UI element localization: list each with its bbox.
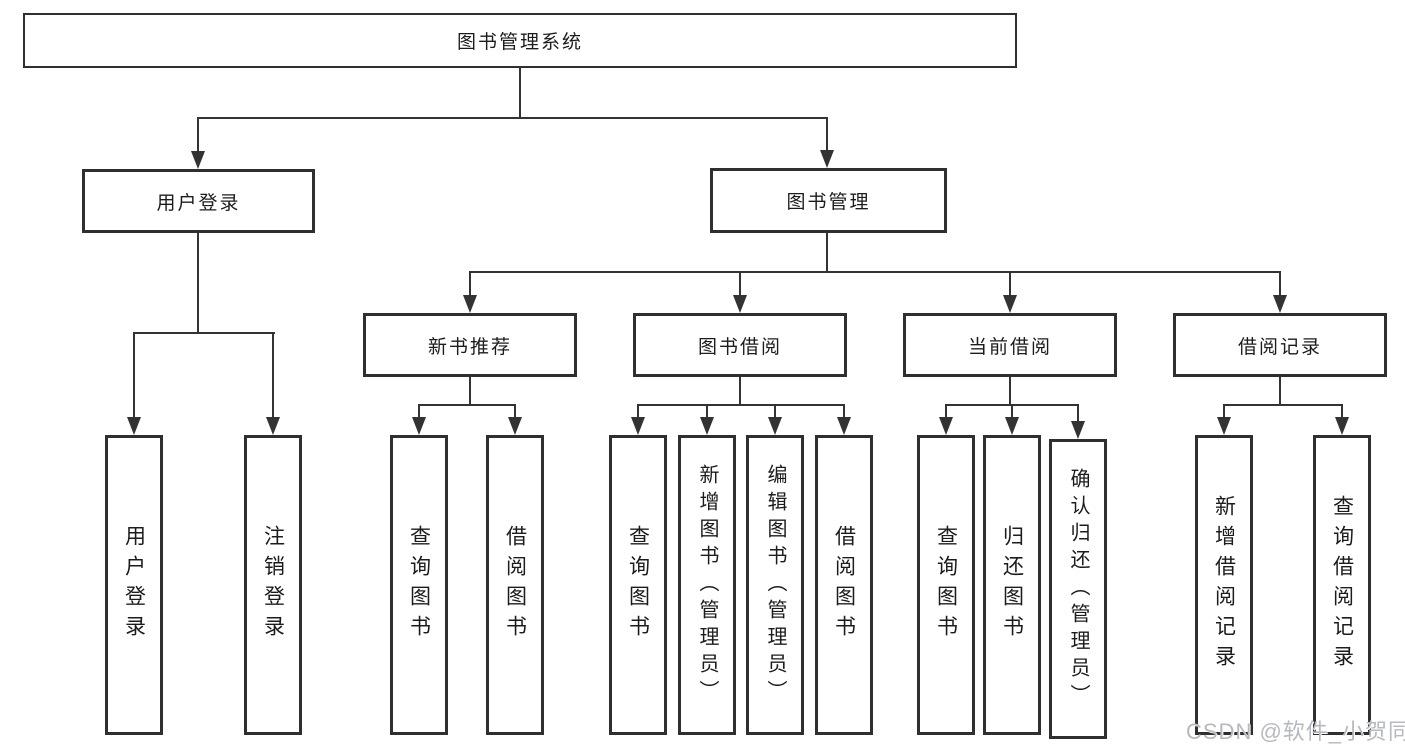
connector-line	[1279, 271, 1281, 296]
csdn-watermark: CSDN @软件_小贺同学	[1186, 719, 1405, 744]
leaf-label: 查询借阅记录	[1330, 495, 1354, 675]
connector-line	[1011, 404, 1013, 417]
node-book-borrowing: 图书借阅	[633, 313, 847, 377]
node-label: 图书借阅	[697, 336, 782, 358]
connector-line	[1279, 377, 1281, 405]
leaf-query-books-borrowing: 查询图书	[609, 435, 667, 735]
arrowhead-icon	[820, 150, 834, 168]
connector-line	[706, 404, 708, 417]
leaf-label: 查询图书	[407, 525, 431, 645]
connector-line	[197, 117, 199, 152]
connector-line	[197, 117, 828, 119]
arrowhead-icon	[700, 417, 714, 435]
leaf-borrow-books-recommend: 借阅图书	[486, 435, 544, 735]
arrowhead-icon	[768, 417, 782, 435]
leaf-label: 查询图书	[934, 525, 958, 645]
leaf-user-login: 用户登录	[105, 435, 163, 735]
leaf-label: 编辑图书（管理员）	[764, 463, 786, 707]
connector-line	[1223, 404, 1343, 406]
connector-line	[1009, 377, 1011, 405]
connector-line	[519, 68, 521, 118]
leaf-return-books: 归还图书	[983, 435, 1041, 735]
arrowhead-icon	[412, 417, 426, 435]
node-book-management: 图书管理	[710, 168, 947, 233]
node-label: 图书管理	[786, 192, 871, 213]
node-library-management-system: 图书管理系统	[23, 13, 1017, 68]
connector-line	[133, 332, 275, 334]
connector-line	[826, 117, 828, 151]
arrowhead-icon	[631, 417, 645, 435]
connector-line	[514, 404, 516, 417]
leaf-label: 查询图书	[626, 525, 650, 645]
node-user-login: 用户登录	[82, 169, 315, 233]
leaf-label: 借阅图书	[832, 525, 856, 645]
node-label: 图书管理系统	[456, 32, 583, 53]
connector-line	[637, 404, 639, 417]
connector-line	[739, 271, 741, 296]
leaf-query-borrow-record: 查询借阅记录	[1313, 435, 1371, 735]
node-label: 新书推荐	[427, 336, 512, 358]
leaf-query-books-current: 查询图书	[917, 435, 975, 735]
arrowhead-icon	[191, 151, 205, 169]
connector-line	[945, 404, 947, 417]
arrowhead-icon	[939, 417, 953, 435]
leaf-label: 确认归还（管理员）	[1067, 467, 1089, 711]
connector-line	[418, 404, 420, 417]
arrowhead-icon	[1217, 417, 1231, 435]
connector-line	[1009, 271, 1011, 296]
node-label: 当前借阅	[967, 336, 1052, 358]
leaf-borrow-books: 借阅图书	[815, 435, 873, 735]
connector-line	[739, 377, 741, 405]
connector-line	[418, 404, 516, 406]
connector-line	[843, 404, 845, 417]
leaf-label: 用户登录	[122, 525, 146, 645]
connector-line	[469, 271, 1281, 273]
node-label: 借阅记录	[1237, 336, 1322, 358]
arrowhead-icon	[1273, 295, 1287, 313]
connector-line	[197, 233, 199, 333]
leaf-confirm-return-admin: 确认归还（管理员）	[1049, 439, 1107, 739]
arrowhead-icon	[1335, 417, 1349, 435]
connector-line	[1341, 404, 1343, 417]
leaf-label: 新增借阅记录	[1212, 495, 1236, 675]
leaf-label: 新增图书（管理员）	[696, 463, 718, 707]
leaf-edit-books-admin: 编辑图书（管理员）	[746, 435, 804, 735]
arrowhead-icon	[266, 417, 280, 435]
arrowhead-icon	[508, 417, 522, 435]
connector-line	[272, 332, 274, 417]
arrowhead-icon	[837, 417, 851, 435]
connector-line	[637, 404, 845, 406]
connector-line	[1077, 404, 1079, 421]
leaf-logout: 注销登录	[244, 435, 302, 735]
node-current-borrowing: 当前借阅	[903, 313, 1117, 377]
leaf-add-books-admin: 新增图书（管理员）	[678, 435, 736, 735]
arrowhead-icon	[463, 295, 477, 313]
leaf-label: 借阅图书	[503, 525, 527, 645]
connector-line	[133, 332, 135, 417]
connector-line	[774, 404, 776, 417]
connector-line	[1223, 404, 1225, 417]
leaf-add-borrow-record: 新增借阅记录	[1195, 435, 1253, 735]
node-new-book-recommendation: 新书推荐	[363, 313, 577, 377]
arrowhead-icon	[1005, 417, 1019, 435]
leaf-label: 注销登录	[261, 525, 285, 645]
arrowhead-icon	[733, 295, 747, 313]
node-label: 用户登录	[156, 192, 241, 214]
arrowhead-icon	[1071, 421, 1085, 439]
leaf-label: 归还图书	[1000, 525, 1024, 645]
connector-line	[469, 377, 471, 405]
node-borrowing-records: 借阅记录	[1173, 313, 1387, 377]
leaf-query-books-recommend: 查询图书	[390, 435, 448, 735]
arrowhead-icon	[127, 417, 141, 435]
connector-line	[469, 271, 471, 296]
connector-line	[826, 233, 828, 273]
arrowhead-icon	[1003, 295, 1017, 313]
